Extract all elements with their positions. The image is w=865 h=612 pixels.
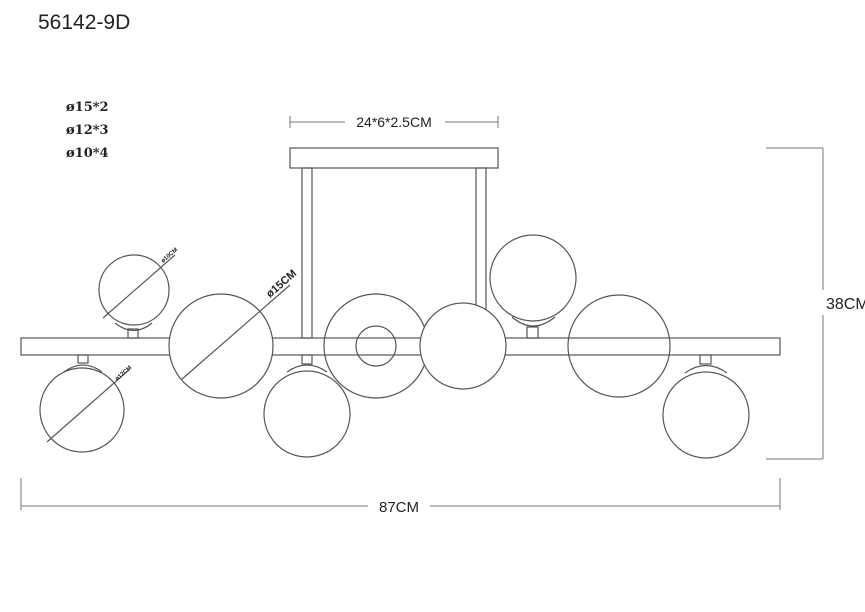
width-dimension: 87CM (20, 478, 781, 516)
globe-10cm (419, 302, 507, 390)
globe-12cm (662, 371, 750, 459)
legend-item: ø15*2 (66, 100, 109, 115)
globe-15cm (168, 293, 274, 399)
canopy-size-label: 24*6*2.5CM (356, 114, 432, 130)
globe-15cm (567, 294, 671, 398)
globe-diameter-label: ø12CM (114, 365, 133, 382)
globe-12cm (39, 367, 125, 453)
canopy (289, 147, 499, 169)
globe-15cm (323, 293, 429, 399)
width-label: 87CM (379, 499, 419, 516)
globe-legend: ø15*2 ø12*3 ø10*4 (66, 100, 109, 161)
globe-10cm (98, 254, 170, 326)
legend-item: ø10*4 (66, 146, 109, 161)
model-title: 56142-9D (38, 11, 130, 34)
globe-inner-ring (355, 325, 397, 367)
canopy-dimension: 24*6*2.5CM (289, 114, 499, 130)
suspension-rod (301, 167, 313, 339)
globe-diameter-label: ø10CM (160, 247, 179, 264)
globe-12cm (489, 234, 577, 322)
globe-12cm (263, 370, 351, 458)
horizontal-bar (20, 337, 781, 356)
legend-item: ø12*3 (66, 123, 109, 138)
globe-diameter-label: ø15CM (264, 268, 299, 301)
height-label: 38CM (826, 296, 865, 313)
height-dimension: 38CM (766, 147, 865, 460)
